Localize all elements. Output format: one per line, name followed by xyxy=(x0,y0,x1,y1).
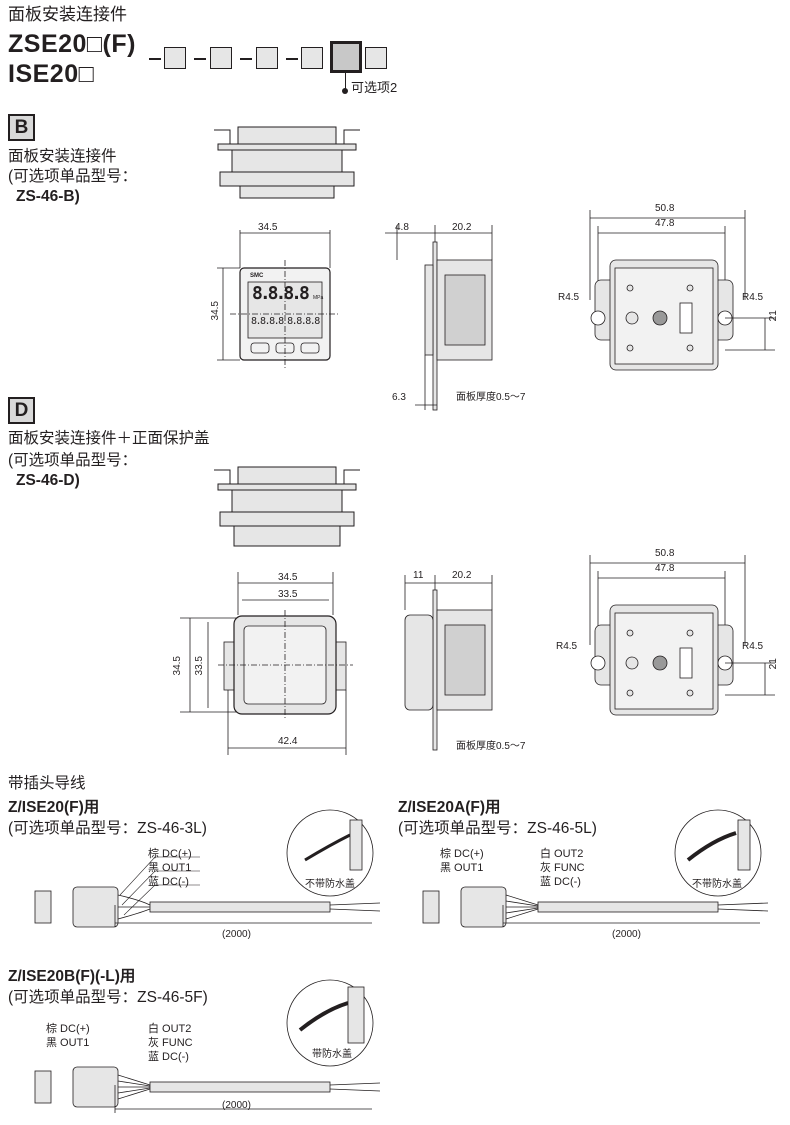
lead-wire-title: 带插头导线 xyxy=(8,775,86,792)
model-code-ise: ISE20□ xyxy=(8,60,95,88)
b-back-width-inner: 47.8 xyxy=(655,218,675,229)
cable1-wire-brown: 棕 DC(+) xyxy=(148,848,192,860)
cable2-note: 不带防水盖 xyxy=(692,879,742,890)
section-d-line3: ZS-46-D) xyxy=(16,472,80,489)
cable1-wire-blue: 蓝 DC(-) xyxy=(148,876,189,888)
b-top-view-drawing xyxy=(214,126,360,199)
page-title: 面板安装连接件 xyxy=(8,5,127,24)
cable3-wire-gray: 灰 FUNC xyxy=(148,1037,193,1049)
d-side-body-depth: 20.2 xyxy=(452,570,472,581)
d-back-view-drawing xyxy=(589,555,775,716)
section-d-line2: (可选项单品型号： xyxy=(8,452,138,469)
d-back-hole-pitch: 21 xyxy=(767,658,779,670)
cable2-title: Z/ISE20A(F)用 xyxy=(398,799,501,816)
b-back-radius-left: R4.5 xyxy=(558,292,580,303)
option2-box xyxy=(330,41,362,73)
d-front-width-outer: 34.5 xyxy=(278,572,298,583)
b-side-body-depth: 20.2 xyxy=(452,222,472,233)
cable1-note: 不带防水盖 xyxy=(305,879,355,890)
d-back-radius-right: R4.5 xyxy=(742,641,764,652)
d-back-radius-left: R4.5 xyxy=(556,641,578,652)
b-front-width: 34.5 xyxy=(258,222,278,233)
section-b-badge: B xyxy=(8,114,35,141)
section-b-line3: ZS-46-B) xyxy=(16,188,80,205)
b-side-front-depth: 4.8 xyxy=(395,222,409,233)
cable1-part: (可选项单品型号：ZS-46-3L) xyxy=(8,820,207,837)
d-side-panel-thickness: 面板厚度0.5～7 xyxy=(456,741,526,752)
cable1-wire-black: 黑 OUT1 xyxy=(148,862,192,874)
lcd-unit: MPa xyxy=(313,295,324,301)
d-back-width-inner: 47.8 xyxy=(655,563,675,574)
d-side-cover-depth: 11 xyxy=(413,570,424,581)
cable1-title: Z/ISE20(F)用 xyxy=(8,799,100,816)
cable2-wire-black: 黑 OUT1 xyxy=(440,862,484,874)
b-side-panel-thickness: 面板厚度0.5～7 xyxy=(456,392,526,403)
cable2-drawing xyxy=(422,809,769,928)
lcd-sub-display: 8.8.8.8 8.8.8.8 xyxy=(251,316,320,327)
cable3-wire-brown: 棕 DC(+) xyxy=(46,1023,90,1035)
d-front-height-outer: 34.5 xyxy=(171,656,183,676)
b-side-bezel-depth: 6.3 xyxy=(392,392,406,403)
d-front-width-inner: 33.5 xyxy=(278,589,298,600)
cable1-length: (2000) xyxy=(222,929,251,940)
b-front-height: 34.5 xyxy=(209,301,221,321)
b-back-radius-right: R4.5 xyxy=(742,292,764,303)
cable3-length: (2000) xyxy=(222,1100,251,1111)
d-top-view-drawing xyxy=(214,466,360,547)
cable2-wire-blue: 蓝 DC(-) xyxy=(540,876,581,888)
cable3-drawing xyxy=(34,979,381,1113)
section-b-line1: 面板安装连接件 xyxy=(8,148,117,165)
section-d-badge: D xyxy=(8,397,35,424)
cable3-wire-black: 黑 OUT1 xyxy=(46,1037,90,1049)
section-d-line1: 面板安装连接件＋正面保护盖 xyxy=(8,430,210,447)
cable2-wire-white: 白 OUT2 xyxy=(540,848,584,860)
cable2-wire-gray: 灰 FUNC xyxy=(540,862,585,874)
d-side-view-drawing xyxy=(404,575,493,751)
section-b-line2: (可选项单品型号： xyxy=(8,168,138,185)
d-front-height-inner: 33.5 xyxy=(193,656,205,676)
model-code-zse: ZSE20□(F) xyxy=(8,30,136,58)
cable2-part: (可选项单品型号：ZS-46-5L) xyxy=(398,820,597,837)
cable3-wire-white: 白 OUT2 xyxy=(148,1023,192,1035)
cable1-drawing xyxy=(34,809,381,928)
d-front-width-overall: 42.4 xyxy=(278,736,298,747)
cable3-note: 带防水盖 xyxy=(312,1049,352,1060)
b-back-hole-pitch: 21 xyxy=(767,310,779,322)
cable2-length: (2000) xyxy=(612,929,641,940)
smc-logo: SMC xyxy=(250,273,264,279)
b-front-view-drawing xyxy=(217,230,340,370)
d-back-width-outer: 50.8 xyxy=(655,548,675,559)
option2-label: 可选项2 xyxy=(351,80,398,95)
b-side-view-drawing xyxy=(385,225,493,411)
b-back-width-outer: 50.8 xyxy=(655,203,675,214)
cable3-part: (可选项单品型号：ZS-46-5F) xyxy=(8,989,208,1006)
cable2-wire-brown: 棕 DC(+) xyxy=(440,848,484,860)
cable3-wire-blue: 蓝 DC(-) xyxy=(148,1051,189,1063)
d-front-view-drawing xyxy=(180,572,353,755)
b-back-view-drawing xyxy=(589,210,775,371)
cable3-title: Z/ISE20B(F)(-L)用 xyxy=(8,968,136,985)
lcd-main-display: 8.8.8.8 xyxy=(252,283,310,304)
